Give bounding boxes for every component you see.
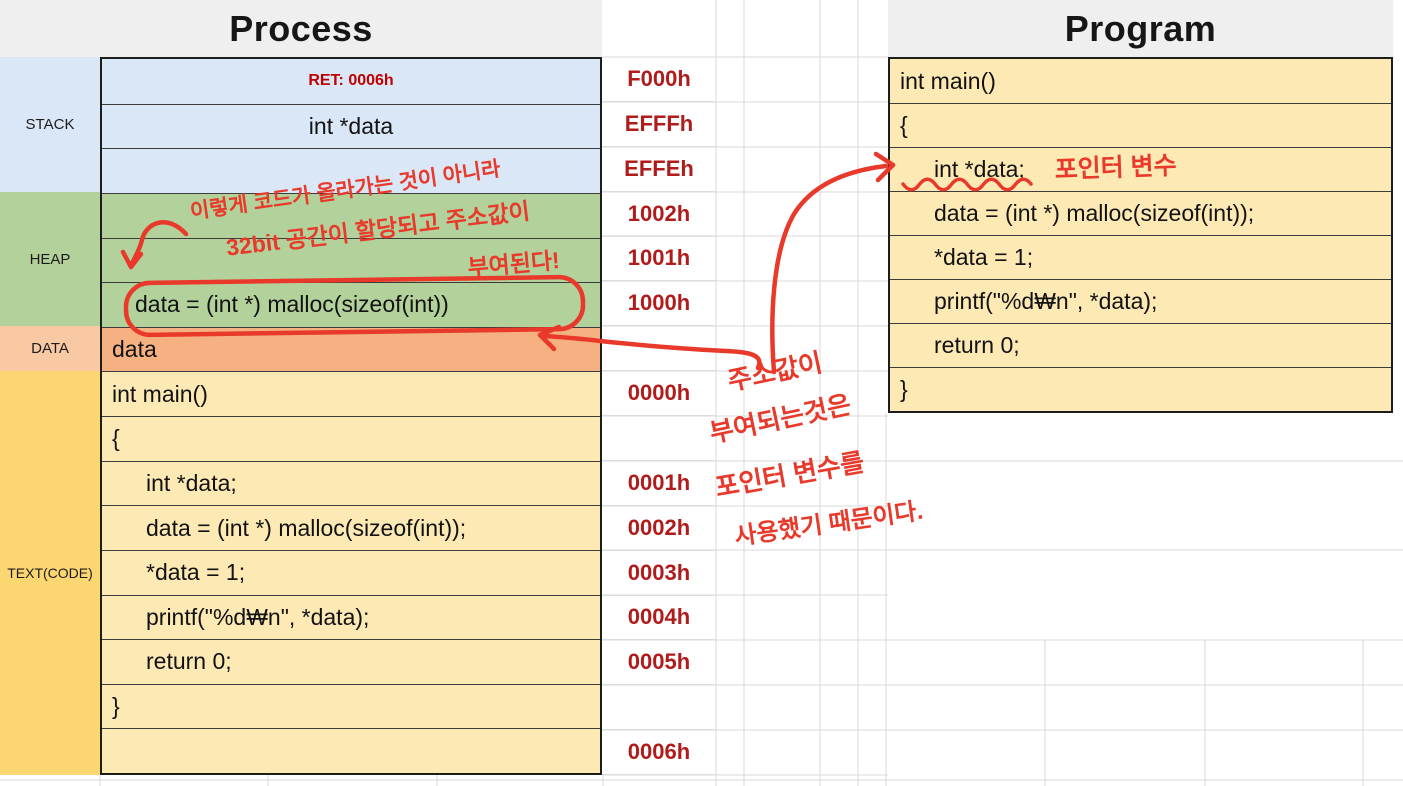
- process-row-code-close-brace: }: [102, 683, 600, 729]
- address-cell: 0000h: [602, 371, 716, 416]
- address-cell: 1002h: [602, 192, 716, 237]
- program-row-main: int main(): [900, 67, 996, 94]
- program-row-printf: printf("%d₩n", *data);: [890, 279, 1391, 323]
- program-row-return: return 0;: [890, 323, 1391, 367]
- address-cell: 1000h: [602, 281, 716, 327]
- process-row-stack-empty: [102, 148, 600, 193]
- process-row-heap-malloc: data = (int *) malloc(sizeof(int)): [102, 282, 600, 327]
- process-row-code-open-brace: {: [102, 416, 600, 461]
- process-row-code-malloc: data = (int *) malloc(sizeof(int));: [102, 505, 600, 550]
- reason-note-line1: 주소값이: [725, 346, 825, 397]
- section-label-stack: STACK: [0, 57, 100, 192]
- section-label-data: DATA: [0, 326, 100, 371]
- process-row-stack-var: int *data: [102, 103, 600, 149]
- address-cell: 0005h: [602, 640, 716, 686]
- address-column: F000h EFFFh EFFEh 1002h 1001h 1000h 0000…: [602, 57, 716, 775]
- program-row-assign: *data = 1;: [890, 235, 1391, 279]
- address-cell: 0003h: [602, 551, 716, 596]
- address-cell: [602, 326, 716, 372]
- program-row-open-brace: {: [890, 103, 1391, 147]
- address-cell: 0004h: [602, 596, 716, 641]
- process-row-code-return: return 0;: [102, 639, 600, 684]
- process-row-code-main: int main(): [102, 371, 600, 416]
- reason-note-line2: 부여되는것은: [707, 389, 854, 449]
- pointer-variable-note: 포인터 변수: [1054, 151, 1178, 184]
- reason-note-line3: 포인터 변수를: [712, 446, 867, 503]
- address-cell: F000h: [602, 57, 716, 102]
- address-cell: 0002h: [602, 506, 716, 551]
- section-label-heap: HEAP: [0, 192, 100, 326]
- process-title: Process: [0, 0, 602, 57]
- section-label-text-code: TEXT(CODE): [0, 371, 100, 775]
- reason-note-line4: 사용했기 때문이다.: [732, 497, 925, 551]
- process-memory-table: RET: 0006h int *data data = (int *) mall…: [100, 57, 602, 775]
- program-title: Program: [888, 0, 1393, 57]
- process-row-code-declare: int *data;: [102, 460, 600, 506]
- process-row-ret: RET: 0006h: [102, 59, 600, 104]
- address-cell: EFFFh: [602, 102, 716, 147]
- address-cell: 0001h: [602, 461, 716, 506]
- program-row-close-brace: }: [890, 367, 1391, 411]
- process-row-code-printf: printf("%d₩n", *data);: [102, 594, 600, 640]
- address-cell: EFFEh: [602, 147, 716, 192]
- program-code-table: int main() { int *data; data = (int *) m…: [888, 57, 1393, 413]
- pointer-arrow-icon: [770, 151, 896, 375]
- program-row-malloc: data = (int *) malloc(sizeof(int));: [890, 191, 1391, 235]
- address-cell: [602, 685, 716, 731]
- process-row-code-empty: [102, 728, 600, 773]
- process-row-data: data: [102, 326, 600, 372]
- address-cell: 1001h: [602, 237, 716, 282]
- address-cell: 0006h: [602, 730, 716, 775]
- process-row-code-assign: *data = 1;: [102, 549, 600, 595]
- address-cell: [602, 416, 716, 461]
